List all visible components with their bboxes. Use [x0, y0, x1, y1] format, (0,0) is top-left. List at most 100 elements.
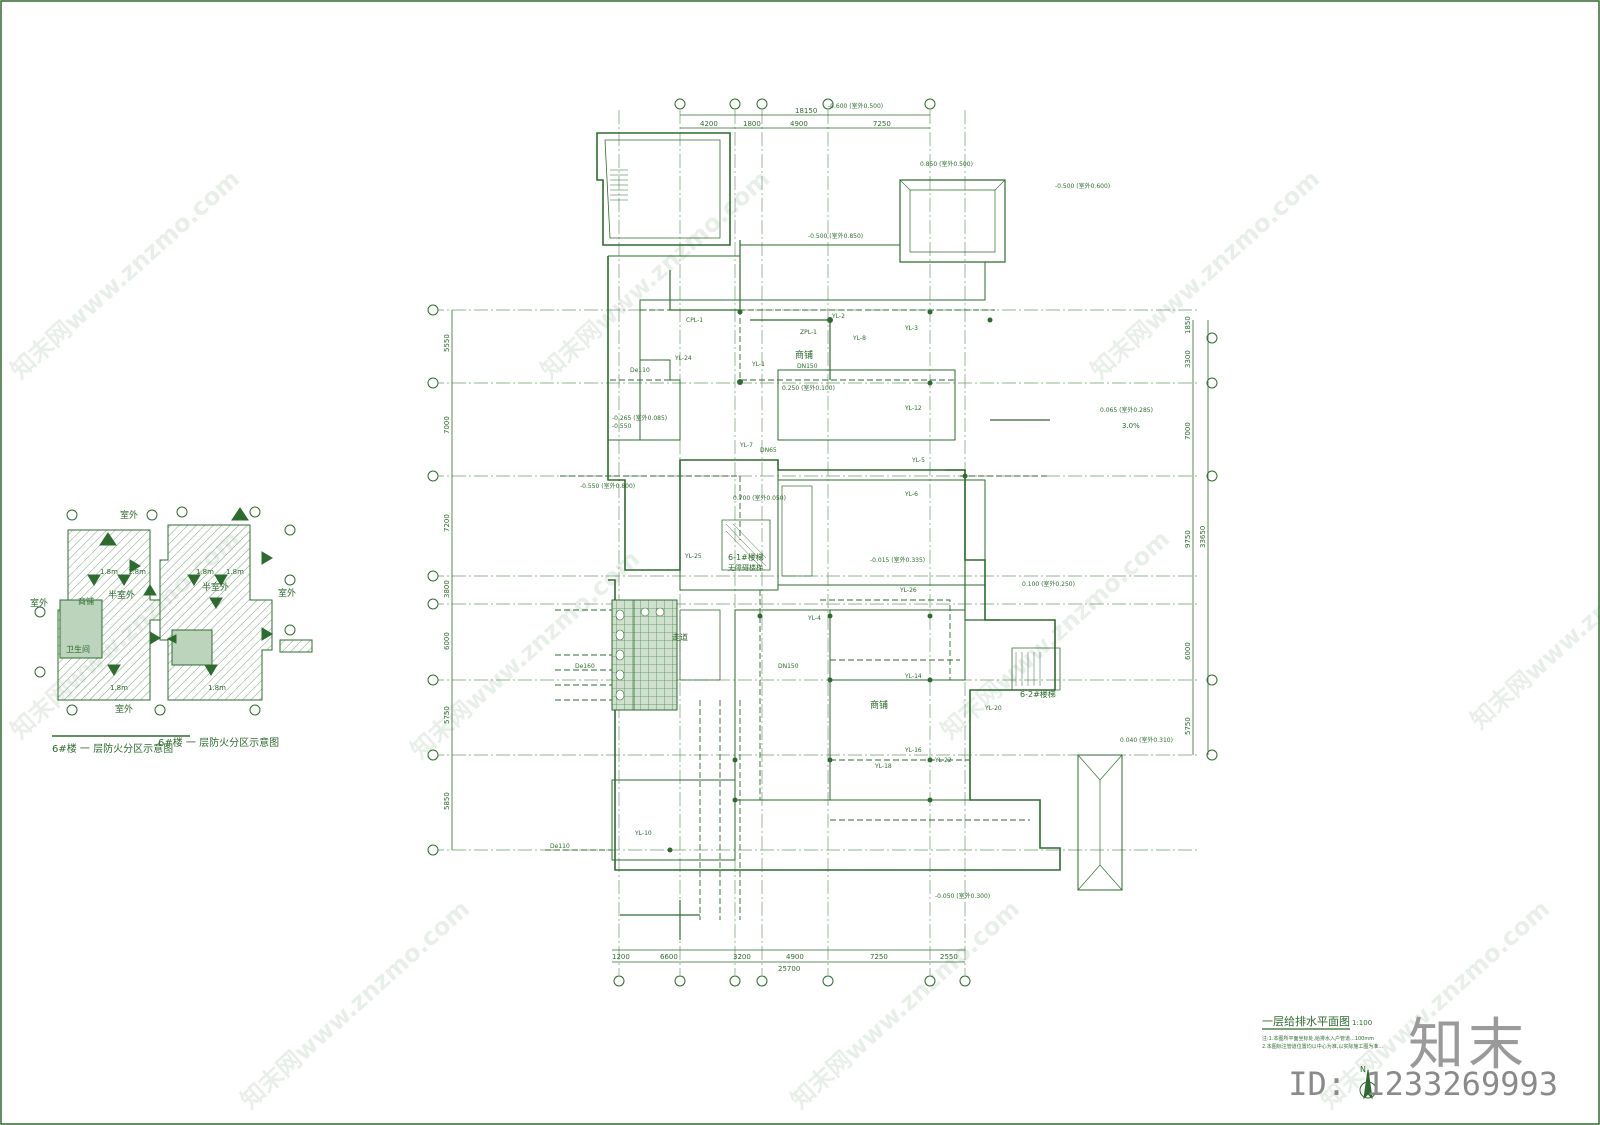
- right-dim-6: 5750: [1184, 717, 1192, 735]
- elev-13: -0.550 (室外0.800): [580, 482, 635, 490]
- inset-label-outdoor-bottom: 室外: [115, 703, 133, 715]
- room-shop-2: 商铺: [870, 699, 888, 711]
- pipe-label-yl14: YL-14: [904, 673, 922, 680]
- left-dim-1: 5550: [443, 334, 451, 352]
- room-stair-1: 6-1#楼梯: [728, 552, 764, 562]
- top-dim-2: 1800: [743, 120, 761, 128]
- drawing-scale: 1:100: [1352, 1019, 1372, 1027]
- pipe-label-yl16: YL-16: [904, 747, 922, 754]
- watermark-text-9: 知末网www.znzmo.com: [785, 895, 1025, 1115]
- pipe-label-yl1: YL-1: [751, 361, 765, 368]
- elev-6: -0.550: [612, 423, 632, 430]
- pipe-label-yl4: YL-4: [807, 615, 821, 622]
- pipe-label-yl22: YL-22: [934, 757, 952, 764]
- zone-toilet: [59, 599, 103, 659]
- inset-title-2: 6#楼 一 层防火分区示意图: [158, 736, 279, 749]
- pipe-label-yl8: YL-8: [852, 335, 866, 342]
- right-dim-2: 3300: [1184, 350, 1192, 368]
- watermark-text-2: 知末网www.znzmo.com: [535, 165, 775, 385]
- elev-2: 0.850 (室外0.500): [920, 160, 973, 168]
- left-dim-3: 7200: [443, 514, 451, 532]
- brand-watermark: 知末: [1408, 1013, 1528, 1078]
- room-labels: 商铺 商铺 6-1#楼梯 6-2#楼梯 走道 无障碍楼梯: [672, 349, 1056, 711]
- inset-label-toilet: 卫生间: [66, 644, 90, 654]
- pipe-label-yl2: YL-2: [831, 313, 845, 320]
- pipe-label-yl20: YL-20: [984, 705, 1002, 712]
- brand-id-watermark: ID: 1233269993: [1288, 1065, 1558, 1103]
- elev-11: -0.050 (室外0.300): [935, 892, 990, 900]
- toilet-block: [611, 599, 721, 711]
- drawing-note-1: 注:1.本图所平面坐标处,给排水入户管道...100mm: [1262, 1035, 1374, 1042]
- inset-label-outdoor-top: 室外: [120, 509, 138, 521]
- bottom-dim-5: 7250: [870, 953, 888, 961]
- left-dim-6: 5750: [443, 706, 451, 724]
- watermark-text-1: 知末网www.znzmo.com: [5, 165, 245, 385]
- elev-10: 0.040 (室外0.310): [1120, 736, 1173, 744]
- elev-5: -0.265 (室外0.085): [612, 414, 667, 422]
- bottom-dim-4: 4900: [786, 953, 804, 961]
- room-stair-2: 6-2#楼梯: [1020, 689, 1056, 699]
- pipe-label-yl3: YL-3: [904, 325, 918, 332]
- elev-14: 0.065 (室外0.285): [1100, 406, 1153, 414]
- pipe-label-yl5: YL-5: [911, 457, 925, 464]
- top-dimensions: 4200 1800 4900 7250 18150: [700, 107, 891, 128]
- inset-dim-3: 1.8m: [196, 568, 214, 576]
- room-corridor: 走道: [672, 632, 688, 642]
- inset-label-outdoor-left: 室外: [30, 597, 48, 609]
- left-dim-7: 5850: [443, 792, 451, 810]
- dn-label-1: DN150: [797, 363, 818, 370]
- inset-label-outdoor-right: 室外: [278, 587, 296, 599]
- pipe-label-yl18: YL-18: [874, 763, 892, 770]
- watermark-text-7: 知末网www.znzmo.com: [1465, 515, 1600, 735]
- pipe-label-yl12: YL-12: [904, 405, 922, 412]
- right-dim-1: 1850: [1184, 316, 1192, 334]
- north-label: N: [1360, 1065, 1366, 1074]
- elev-3: -0.500 (室外0.600): [1055, 182, 1110, 190]
- bottom-dim-total: 25700: [778, 965, 800, 973]
- fire-zone-inset: [34, 506, 313, 737]
- dn-label-5: De160: [575, 663, 595, 670]
- bottom-dim-3: 3200: [733, 953, 751, 961]
- elev-4: -0.500 (室外0.850): [808, 232, 863, 240]
- pipe-label-yl7: YL-7: [739, 442, 753, 449]
- bottom-dim-1: 1200: [612, 953, 630, 961]
- pipe-label-yl10: YL-10: [634, 830, 652, 837]
- pipe-riser-labels: YL-1 YL-2 YL-3 YL-4 YL-5 YL-6 YL-7 YL-8 …: [634, 313, 1002, 837]
- inset-dim-5: 1.8m: [110, 684, 128, 692]
- right-dim-total: 33650: [1199, 526, 1207, 548]
- watermark-text-8: 知末网www.znzmo.com: [235, 895, 475, 1115]
- right-dim-3: 7000: [1184, 422, 1192, 440]
- room-accessible: 无障碍楼梯: [728, 563, 763, 572]
- bottom-dimensions: 1200 6600 3200 4900 7250 2550 25700: [612, 953, 958, 973]
- right-dimensions: 1850 3300 7000 9750 6000 5750 33650: [1184, 316, 1207, 735]
- inset-dim-4: 1.8m: [226, 568, 244, 576]
- pipe-label-zpl1: ZPL-1: [800, 329, 817, 336]
- zone-right: [159, 524, 273, 701]
- inset-title: 6#楼 一 层防火分区示意图: [52, 742, 173, 755]
- north-arrow: N: [1359, 1065, 1377, 1100]
- pipe-label-yl25: YL-25: [684, 553, 702, 560]
- dn-label-4: De110: [630, 367, 650, 374]
- left-dimensions: 5550 7000 7200 3800 6000 5750 5850: [443, 334, 451, 810]
- inset-dim-2: 1.8m: [128, 568, 146, 576]
- elev-1: -0.600 (室外0.500): [828, 102, 883, 110]
- inset-label-half-outdoor-2: 半室外: [202, 581, 229, 593]
- inset-label-half-outdoor: 半室外: [108, 589, 135, 601]
- title-block: 一层给排水平面图 1:100 注:1.本图所平面坐标处,给排水入户管道...10…: [1262, 1014, 1384, 1050]
- inset-label-store: 商铺: [78, 596, 94, 606]
- pipe-label-cpl1: CPL-1: [686, 317, 703, 324]
- left-dim-5: 6000: [443, 632, 451, 650]
- top-dim-4: 7250: [873, 120, 891, 128]
- elev-8: -0.015 (室外0.335): [870, 556, 925, 564]
- dimension-lines: [451, 114, 1209, 963]
- left-dim-4: 3800: [443, 580, 451, 598]
- right-dim-4: 9750: [1184, 530, 1192, 548]
- watermark-text-3: 知末网www.znzmo.com: [1085, 165, 1325, 385]
- zone-stair-block: [171, 629, 213, 666]
- top-dim-3: 4900: [790, 120, 808, 128]
- pipe-label-yl24: YL-24: [674, 355, 692, 362]
- inset-dim-1: 1.8m: [100, 568, 118, 576]
- left-dim-2: 7000: [443, 416, 451, 434]
